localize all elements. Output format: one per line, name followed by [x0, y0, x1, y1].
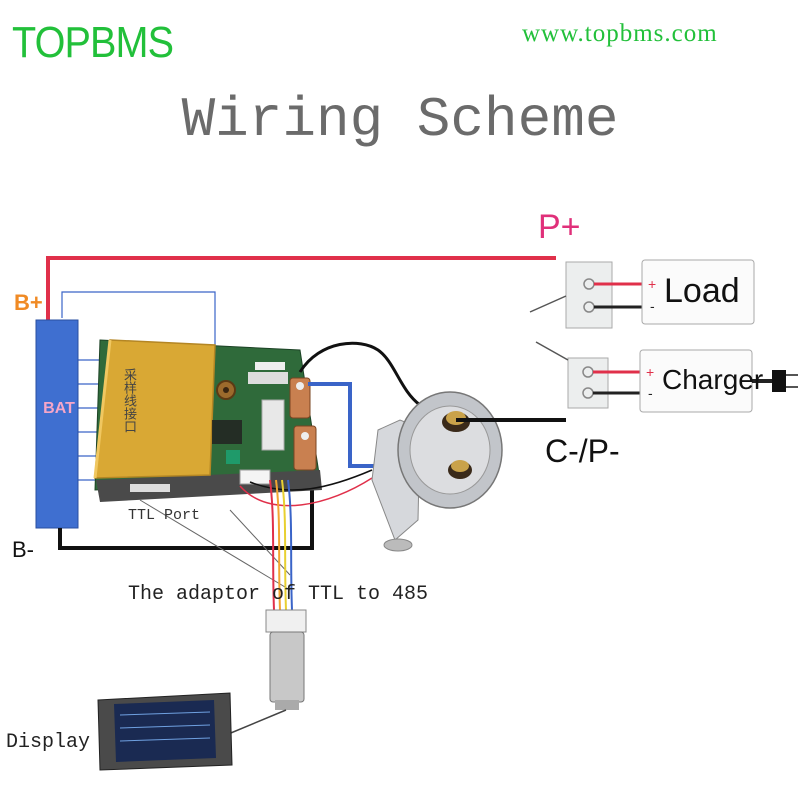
ttl-485-adaptor — [265, 609, 307, 710]
load-minus-sign: - — [650, 298, 655, 314]
bms-heatsink — [94, 339, 216, 479]
contactor-relay-icon — [371, 391, 503, 552]
charger-minus-sign: - — [648, 385, 653, 401]
power-plug-icon — [752, 370, 798, 392]
ttl-port-label: TTL Port — [128, 507, 201, 524]
load-label: Load — [664, 272, 740, 310]
c-p-minus-label: C-/P- — [545, 433, 620, 469]
charger-terminal — [535, 341, 609, 409]
p-plus-label: P+ — [538, 208, 581, 246]
lcd-display-icon — [97, 692, 233, 771]
charger-label: Charger — [662, 364, 764, 395]
bms-board — [93, 339, 322, 502]
brand-logo: TOPBMS — [12, 18, 174, 67]
website-url[interactable]: www.topbms.com — [522, 20, 718, 47]
battery-label: BAT — [43, 400, 75, 417]
load-plus-sign: + — [648, 276, 657, 292]
p-plus-wire — [46, 256, 556, 320]
b-minus-label: B- — [12, 537, 34, 562]
load-terminal — [529, 261, 613, 329]
battery-pack — [35, 319, 79, 529]
display-label: Display — [6, 731, 91, 754]
busbar-top — [289, 377, 311, 419]
adaptor-label: The adaptor of TTL to 485 — [128, 583, 429, 606]
busbar-bottom — [293, 425, 317, 471]
load-box — [641, 259, 755, 325]
sampling-wires — [61, 291, 216, 481]
charger-plus-sign: + — [646, 364, 655, 380]
board-sampling-label: 采样线接口 — [121, 368, 136, 433]
page-title: Wiring Scheme — [181, 88, 619, 152]
ttl-cable — [269, 479, 293, 611]
b-plus-label: B+ — [14, 290, 43, 315]
